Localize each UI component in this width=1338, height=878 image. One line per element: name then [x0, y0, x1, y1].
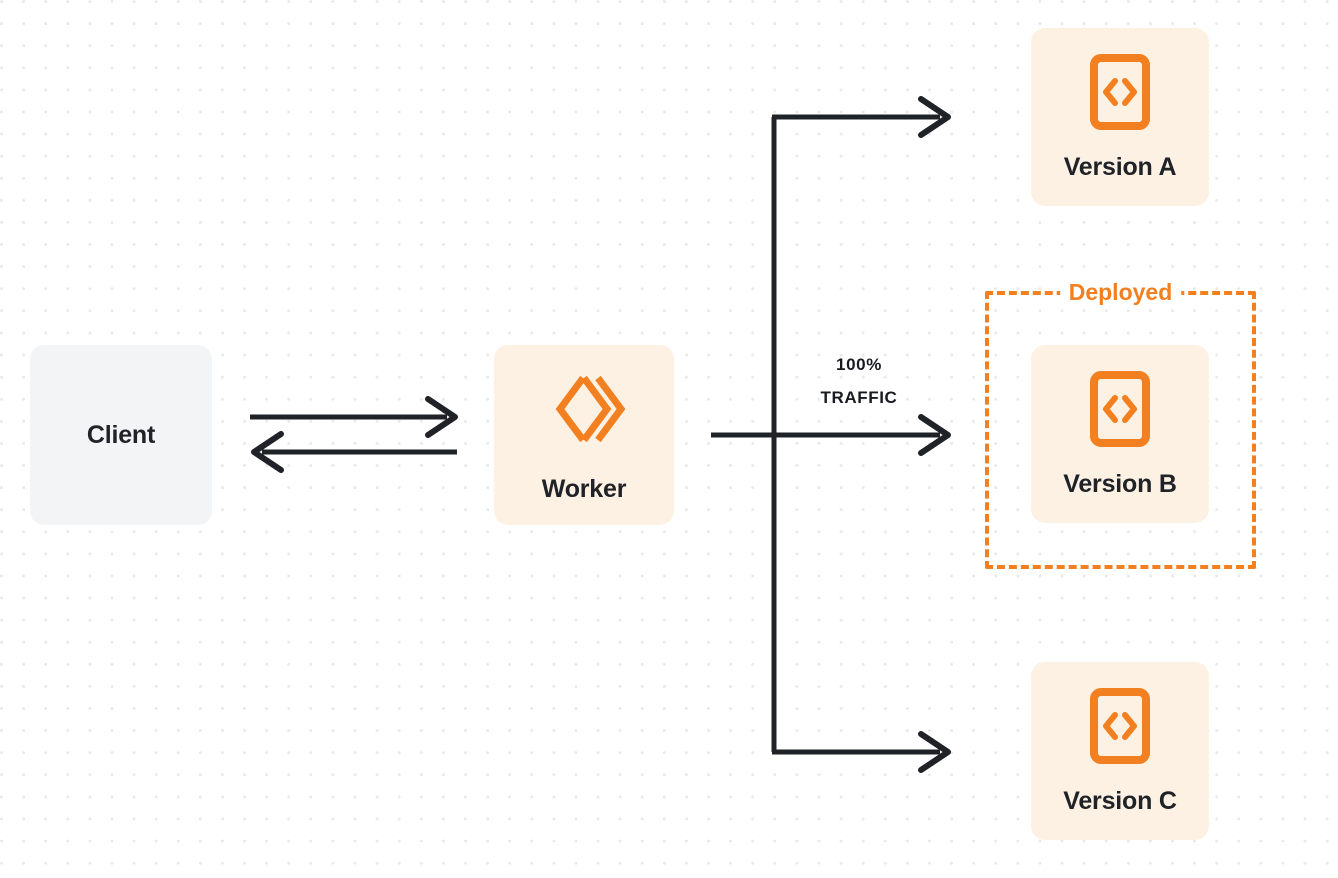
node-worker[interactable]: Worker — [494, 345, 674, 525]
node-version-c[interactable]: Version C — [1031, 662, 1209, 840]
traffic-percent: 100% — [836, 355, 882, 374]
traffic-label: 100% TRAFFIC — [784, 348, 934, 414]
node-client-label: Client — [86, 420, 156, 449]
code-file-icon — [1090, 371, 1150, 452]
edge-worker-to-version-a — [772, 96, 951, 138]
cloudflare-workers-logo-icon — [543, 368, 626, 455]
edge-worker-to-version-c — [772, 731, 951, 773]
group-deployed-label: Deployed — [1059, 278, 1182, 308]
traffic-caption: TRAFFIC — [820, 388, 898, 407]
node-version-b[interactable]: Version B — [1031, 345, 1209, 523]
node-client[interactable]: Client — [30, 345, 212, 525]
code-file-icon — [1090, 688, 1150, 769]
node-version-a[interactable]: Version A — [1031, 28, 1209, 206]
node-worker-label: Worker — [541, 475, 627, 503]
code-file-icon — [1090, 54, 1150, 135]
node-version-a-label: Version A — [1063, 153, 1177, 181]
node-version-c-label: Version C — [1063, 787, 1177, 815]
edge-client-to-worker — [250, 396, 458, 438]
edge-worker-to-client — [251, 431, 457, 473]
edge-worker-to-version-b — [711, 414, 951, 456]
node-version-b-label: Version B — [1063, 470, 1177, 498]
group-deployed: Deployed — [985, 278, 1256, 569]
